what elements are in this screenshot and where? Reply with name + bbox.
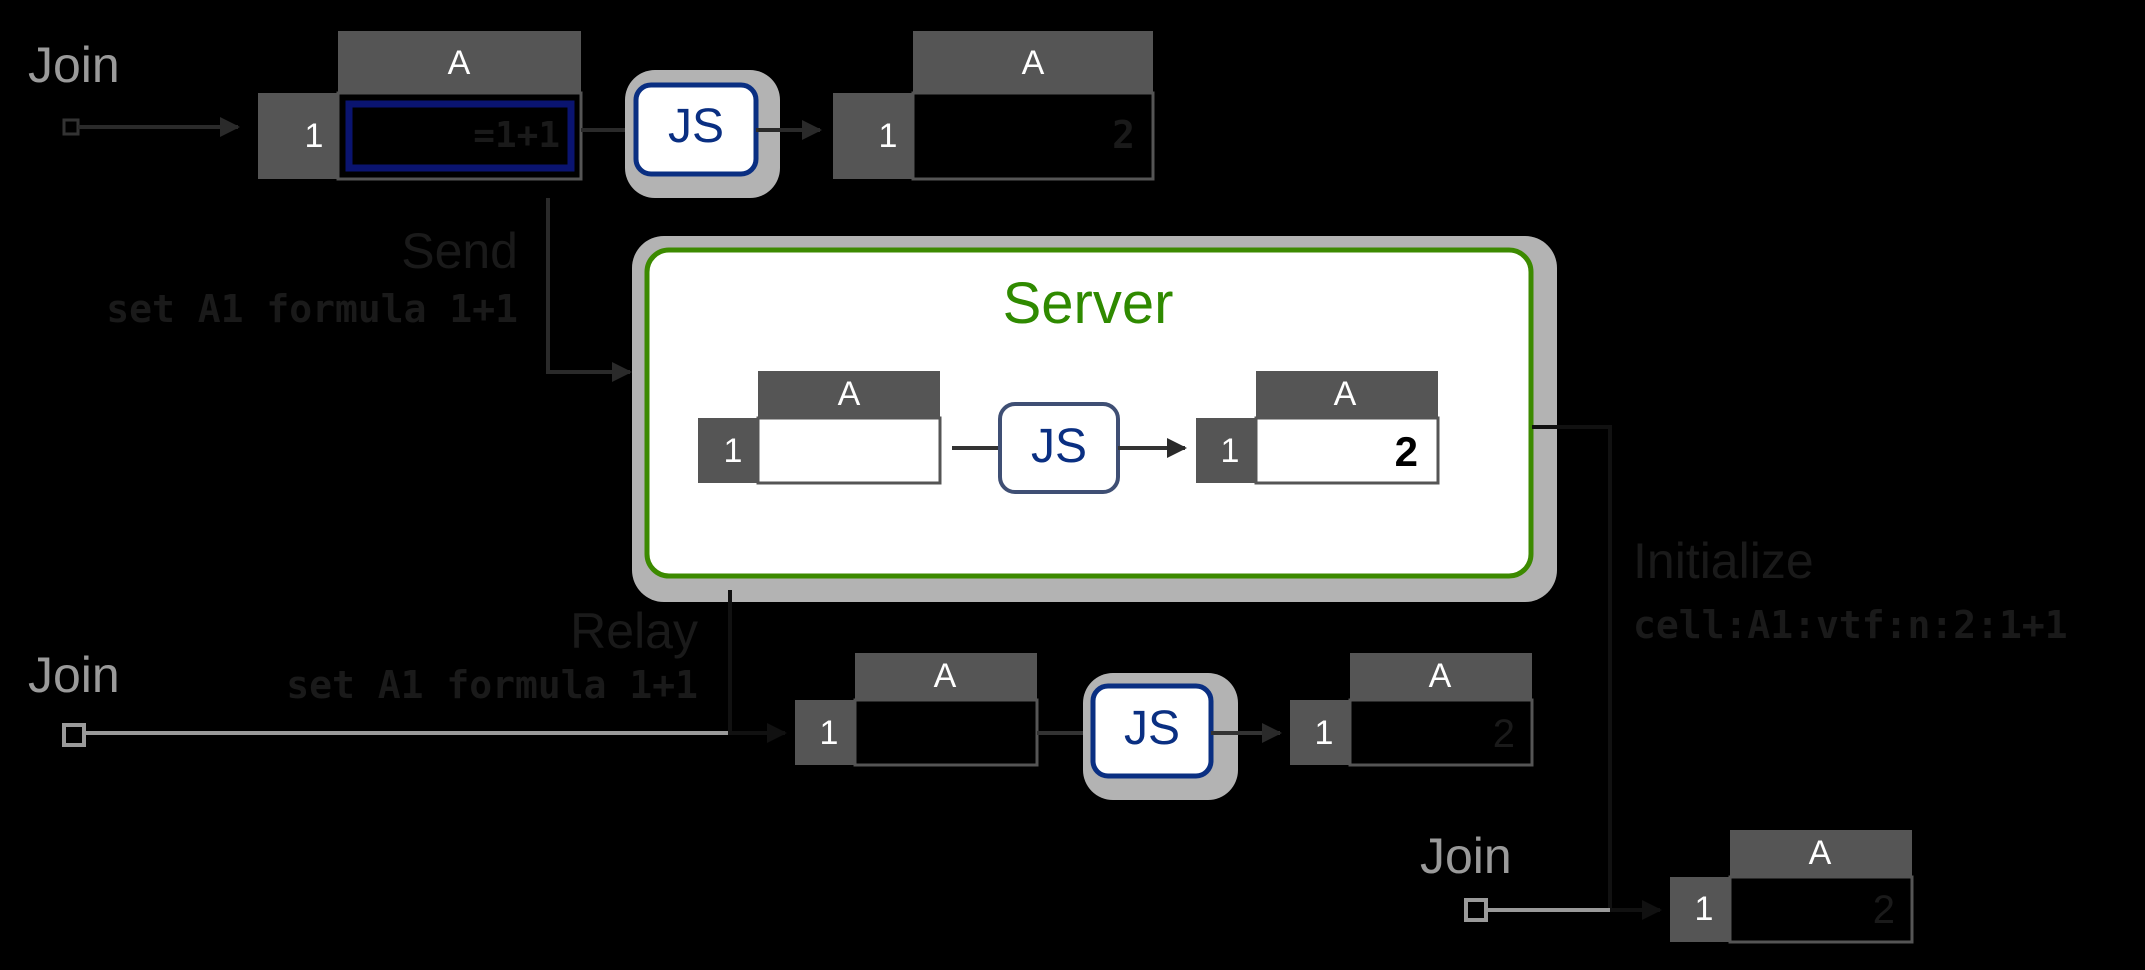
server-panel: Server A 1 JS A 1 2 bbox=[632, 236, 1557, 602]
sheet-server-input: A 1 bbox=[698, 371, 942, 485]
send-arrow bbox=[546, 198, 632, 382]
row-header bbox=[795, 700, 855, 765]
relay-command: set A1 formula 1+1 bbox=[286, 663, 698, 707]
cell-a1[interactable] bbox=[1348, 698, 1534, 767]
column-header bbox=[855, 653, 1037, 700]
cell-a1[interactable] bbox=[911, 91, 1155, 181]
sheet-client-3: A 1 2 bbox=[1670, 830, 1914, 944]
column-header bbox=[1350, 653, 1532, 700]
initialize-label: Initialize bbox=[1633, 533, 1814, 589]
cell-a1-formula: =1+1 bbox=[473, 115, 560, 156]
sheet-client-1-input: A 1 =1+1 bbox=[258, 31, 583, 181]
initialize-arrow bbox=[1532, 425, 1662, 920]
cell-a1-value: 2 bbox=[1873, 888, 1895, 932]
cell-a1[interactable] bbox=[756, 416, 942, 485]
row-header-label: 1 bbox=[1221, 432, 1240, 470]
server-title: Server bbox=[1003, 271, 1174, 336]
column-header bbox=[913, 31, 1153, 93]
row-header-label: 1 bbox=[879, 117, 898, 155]
row-header-label: 1 bbox=[820, 714, 839, 752]
join-label-client-2: Join bbox=[28, 647, 120, 703]
js-engine-client-2: JS bbox=[1083, 673, 1238, 800]
sheet-client-1-output: A 1 2 bbox=[833, 31, 1155, 181]
cell-a1-value: 2 bbox=[1493, 712, 1515, 756]
column-header bbox=[1730, 830, 1912, 877]
initialize-command: cell:A1:vtf:n:2:1+1 bbox=[1633, 603, 2068, 647]
row-header-label: 1 bbox=[1315, 714, 1334, 752]
column-header-label: A bbox=[1429, 657, 1452, 695]
row-header bbox=[258, 93, 338, 179]
column-header-label: A bbox=[934, 657, 957, 695]
column-header-label: A bbox=[448, 44, 471, 82]
column-header bbox=[338, 31, 581, 93]
column-header bbox=[758, 371, 940, 418]
row-header bbox=[1670, 877, 1730, 942]
relay-label: Relay bbox=[570, 603, 698, 659]
row-header-label: 1 bbox=[1695, 890, 1714, 928]
row-header-label: 1 bbox=[724, 432, 743, 470]
js-label: JS bbox=[1124, 702, 1180, 755]
cell-a1-value: 2 bbox=[1395, 428, 1418, 475]
column-header bbox=[1256, 371, 1438, 418]
sheet-client-2-output: A 1 2 bbox=[1290, 653, 1534, 767]
join-port-client-2 bbox=[62, 723, 86, 747]
sheet-server-output: A 1 2 bbox=[1196, 371, 1440, 485]
column-header-label: A bbox=[1022, 44, 1045, 82]
row-header bbox=[698, 418, 758, 483]
join-port-client-1 bbox=[62, 118, 80, 136]
cell-a1[interactable] bbox=[1254, 416, 1440, 485]
column-header-label: A bbox=[1809, 834, 1832, 872]
cell-a1[interactable] bbox=[1728, 875, 1914, 944]
join-port-client-3 bbox=[1464, 898, 1488, 922]
cell-a1-selection bbox=[345, 100, 575, 172]
js-engine-client-1: JS bbox=[625, 70, 780, 198]
row-header bbox=[1290, 700, 1350, 765]
js-label: JS bbox=[668, 100, 724, 153]
join-label-client-1: Join bbox=[28, 37, 120, 93]
js-engine-server: JS bbox=[998, 402, 1120, 494]
row-header-label: 1 bbox=[305, 117, 324, 155]
js-label: JS bbox=[1031, 420, 1087, 473]
send-command: set A1 formula 1+1 bbox=[106, 287, 518, 331]
sheet-client-2-input: A 1 bbox=[795, 653, 1039, 767]
join-label-client-3: Join bbox=[1420, 828, 1512, 884]
cell-a1-value: 2 bbox=[1112, 113, 1135, 157]
relay-arrow bbox=[728, 590, 787, 743]
row-header bbox=[833, 93, 913, 179]
column-header-label: A bbox=[838, 375, 861, 413]
cell-a1[interactable] bbox=[853, 698, 1039, 767]
send-label: Send bbox=[401, 223, 518, 279]
row-header bbox=[1196, 418, 1256, 483]
column-header-label: A bbox=[1334, 375, 1357, 413]
